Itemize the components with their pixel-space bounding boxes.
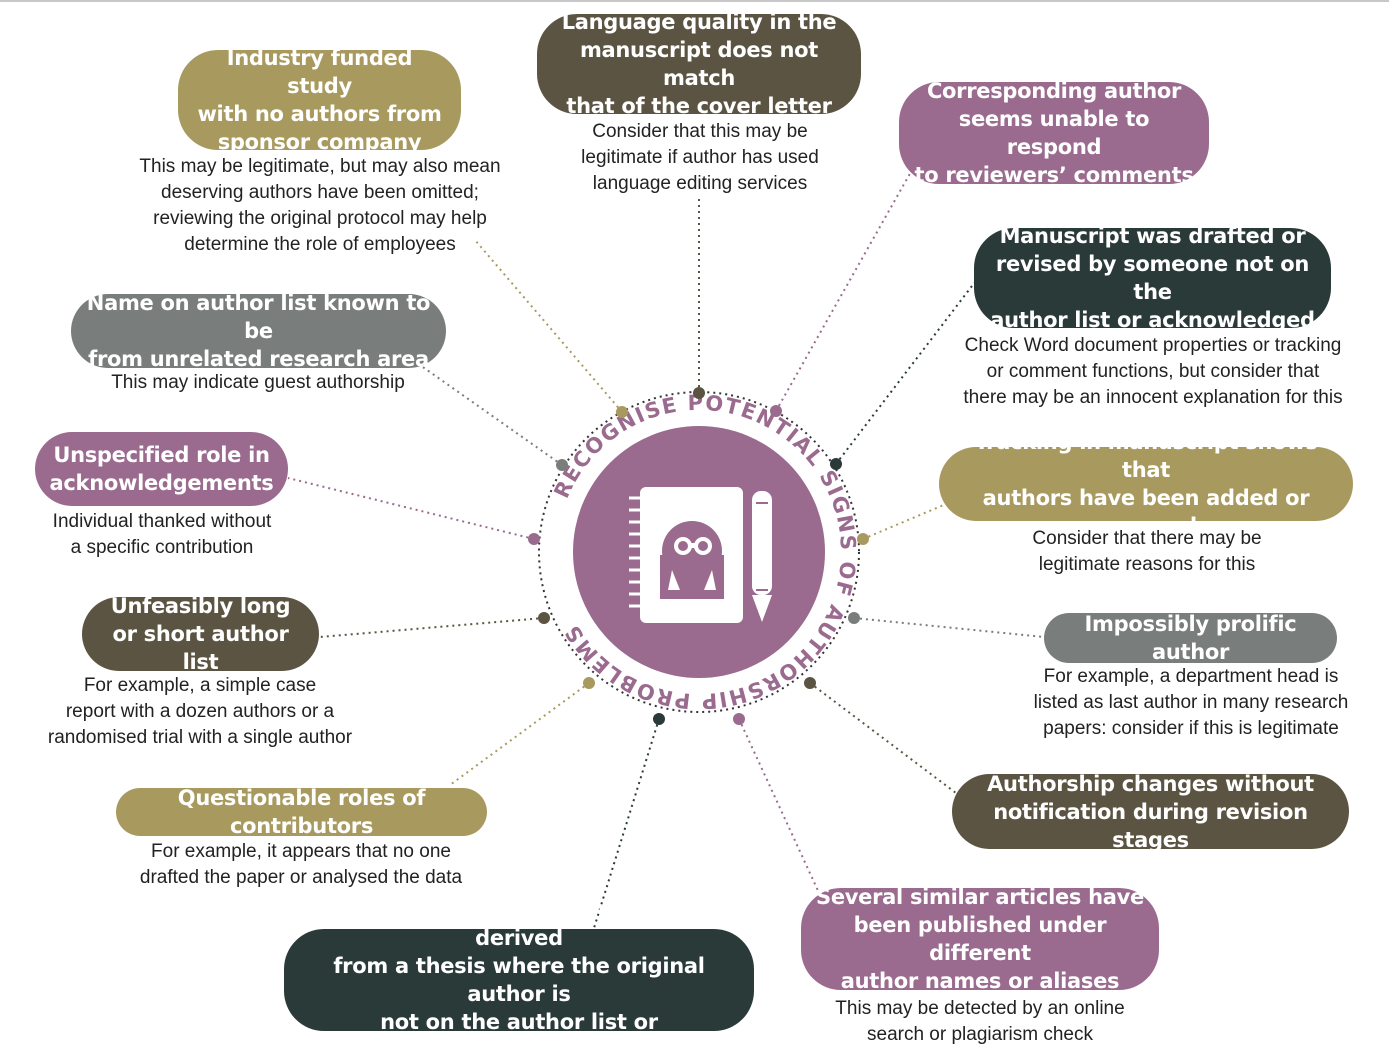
ring-dot-7 (538, 612, 550, 624)
pill-label: Unfeasibly long or short author list (110, 594, 291, 674)
connector-line-7 (319, 617, 545, 638)
pill-author-list-length: Unfeasibly long or short author list (82, 594, 319, 674)
connector-line-5 (287, 477, 535, 540)
pill-unrelated-area: Name on author list known to be from unr… (71, 291, 446, 371)
connector-line-4 (409, 357, 563, 466)
pill-questionable-roles: Questionable roles of contributors (116, 786, 487, 838)
connector-line-8 (853, 617, 1045, 638)
pill-unspecified-role: Unspecified role in acknowledgements (35, 432, 288, 506)
pill-label: Industry funded study with no authors fr… (197, 46, 442, 154)
ring-dot-3 (830, 458, 842, 470)
ring-dot-5 (528, 533, 540, 545)
top-divider (0, 0, 1389, 2)
pill-label: Name on author list known to be from unr… (86, 291, 431, 371)
pill-label: A similarity check shows work derived fr… (333, 898, 705, 1062)
pill-label: Corresponding author seems unable to res… (914, 79, 1194, 187)
ring-dot-9 (583, 677, 595, 689)
pill-similar-articles: Several similar articles have been publi… (801, 885, 1159, 993)
ring-dots (528, 387, 869, 725)
desc-questionable-roles: For example, it appears that no one draf… (139, 841, 463, 888)
outer-dotted-ring (538, 391, 860, 713)
connector-lines (287, 169, 1045, 929)
pill-corresponding-author: Corresponding author seems unable to res… (899, 79, 1209, 187)
ring-dot-1 (693, 387, 705, 399)
pill-prolific-author: Impossibly prolific author (1044, 612, 1337, 664)
connector-line-9 (449, 682, 590, 786)
pill-industry-funded: Industry funded study with no authors fr… (178, 46, 461, 154)
pill-authorship-changes: Authorship changes without notification … (952, 772, 1349, 852)
ring-dot-4 (556, 459, 568, 471)
desc-author-list-length: For example, a simple case report with a… (47, 675, 353, 748)
pill-label: Impossibly prolific author (1084, 612, 1297, 664)
ring-dot-10 (804, 677, 816, 689)
notebook-with-pencil-icon (629, 487, 772, 623)
connector-line-2 (775, 169, 913, 412)
pill-label: Authorship changes without notification … (987, 771, 1314, 852)
pill-label: Questionable roles of contributors (177, 786, 426, 838)
pill-tracking-added-removed: Tracking in manuscript shows that author… (939, 430, 1353, 538)
connector-line-11 (593, 718, 660, 929)
desc-unrelated-area: This may indicate guest authorship (111, 372, 405, 393)
desc-industry-funded: This may be legitimate, but may also mea… (139, 156, 501, 255)
ring-dot-0 (616, 406, 628, 418)
pill-language-quality: Language quality in the manuscript does … (537, 10, 861, 118)
desc-drafted-by-someone: Check Word document properties or tracki… (963, 335, 1343, 408)
ring-dot-12 (733, 713, 745, 725)
pill-label: Tracking in manuscript shows that author… (974, 430, 1318, 538)
desc-unspecified-role: Individual thanked without a specific co… (52, 511, 272, 558)
ring-dot-8 (848, 612, 860, 624)
pill-label: Several similar articles have been publi… (816, 885, 1144, 993)
desc-prolific-author: For example, a department head is listed… (1033, 666, 1349, 739)
connector-line-10 (809, 682, 957, 794)
desc-language-quality: Consider that this may be legitimate if … (581, 121, 819, 194)
pill-label: Manuscript was drafted or revised by som… (990, 224, 1315, 332)
connector-line-0 (474, 239, 623, 413)
ring-dot-6 (857, 533, 869, 545)
ring-dot-2 (770, 405, 782, 417)
connector-line-6 (862, 503, 947, 540)
connector-line-12 (738, 718, 821, 896)
pill-drafted-by-someone: Manuscript was drafted or revised by som… (974, 224, 1331, 332)
desc-similar-articles: This may be detected by an online search… (835, 998, 1125, 1045)
ring-dot-11 (653, 713, 665, 725)
desc-tracking-added-removed: Consider that there may be legitimate re… (1032, 528, 1262, 575)
pill-label: Unspecified role in acknowledgements (49, 443, 274, 495)
pill-similarity-check: A similarity check shows work derived fr… (284, 898, 754, 1062)
pill-label: Language quality in the manuscript does … (561, 10, 837, 118)
connector-line-3 (835, 281, 976, 465)
